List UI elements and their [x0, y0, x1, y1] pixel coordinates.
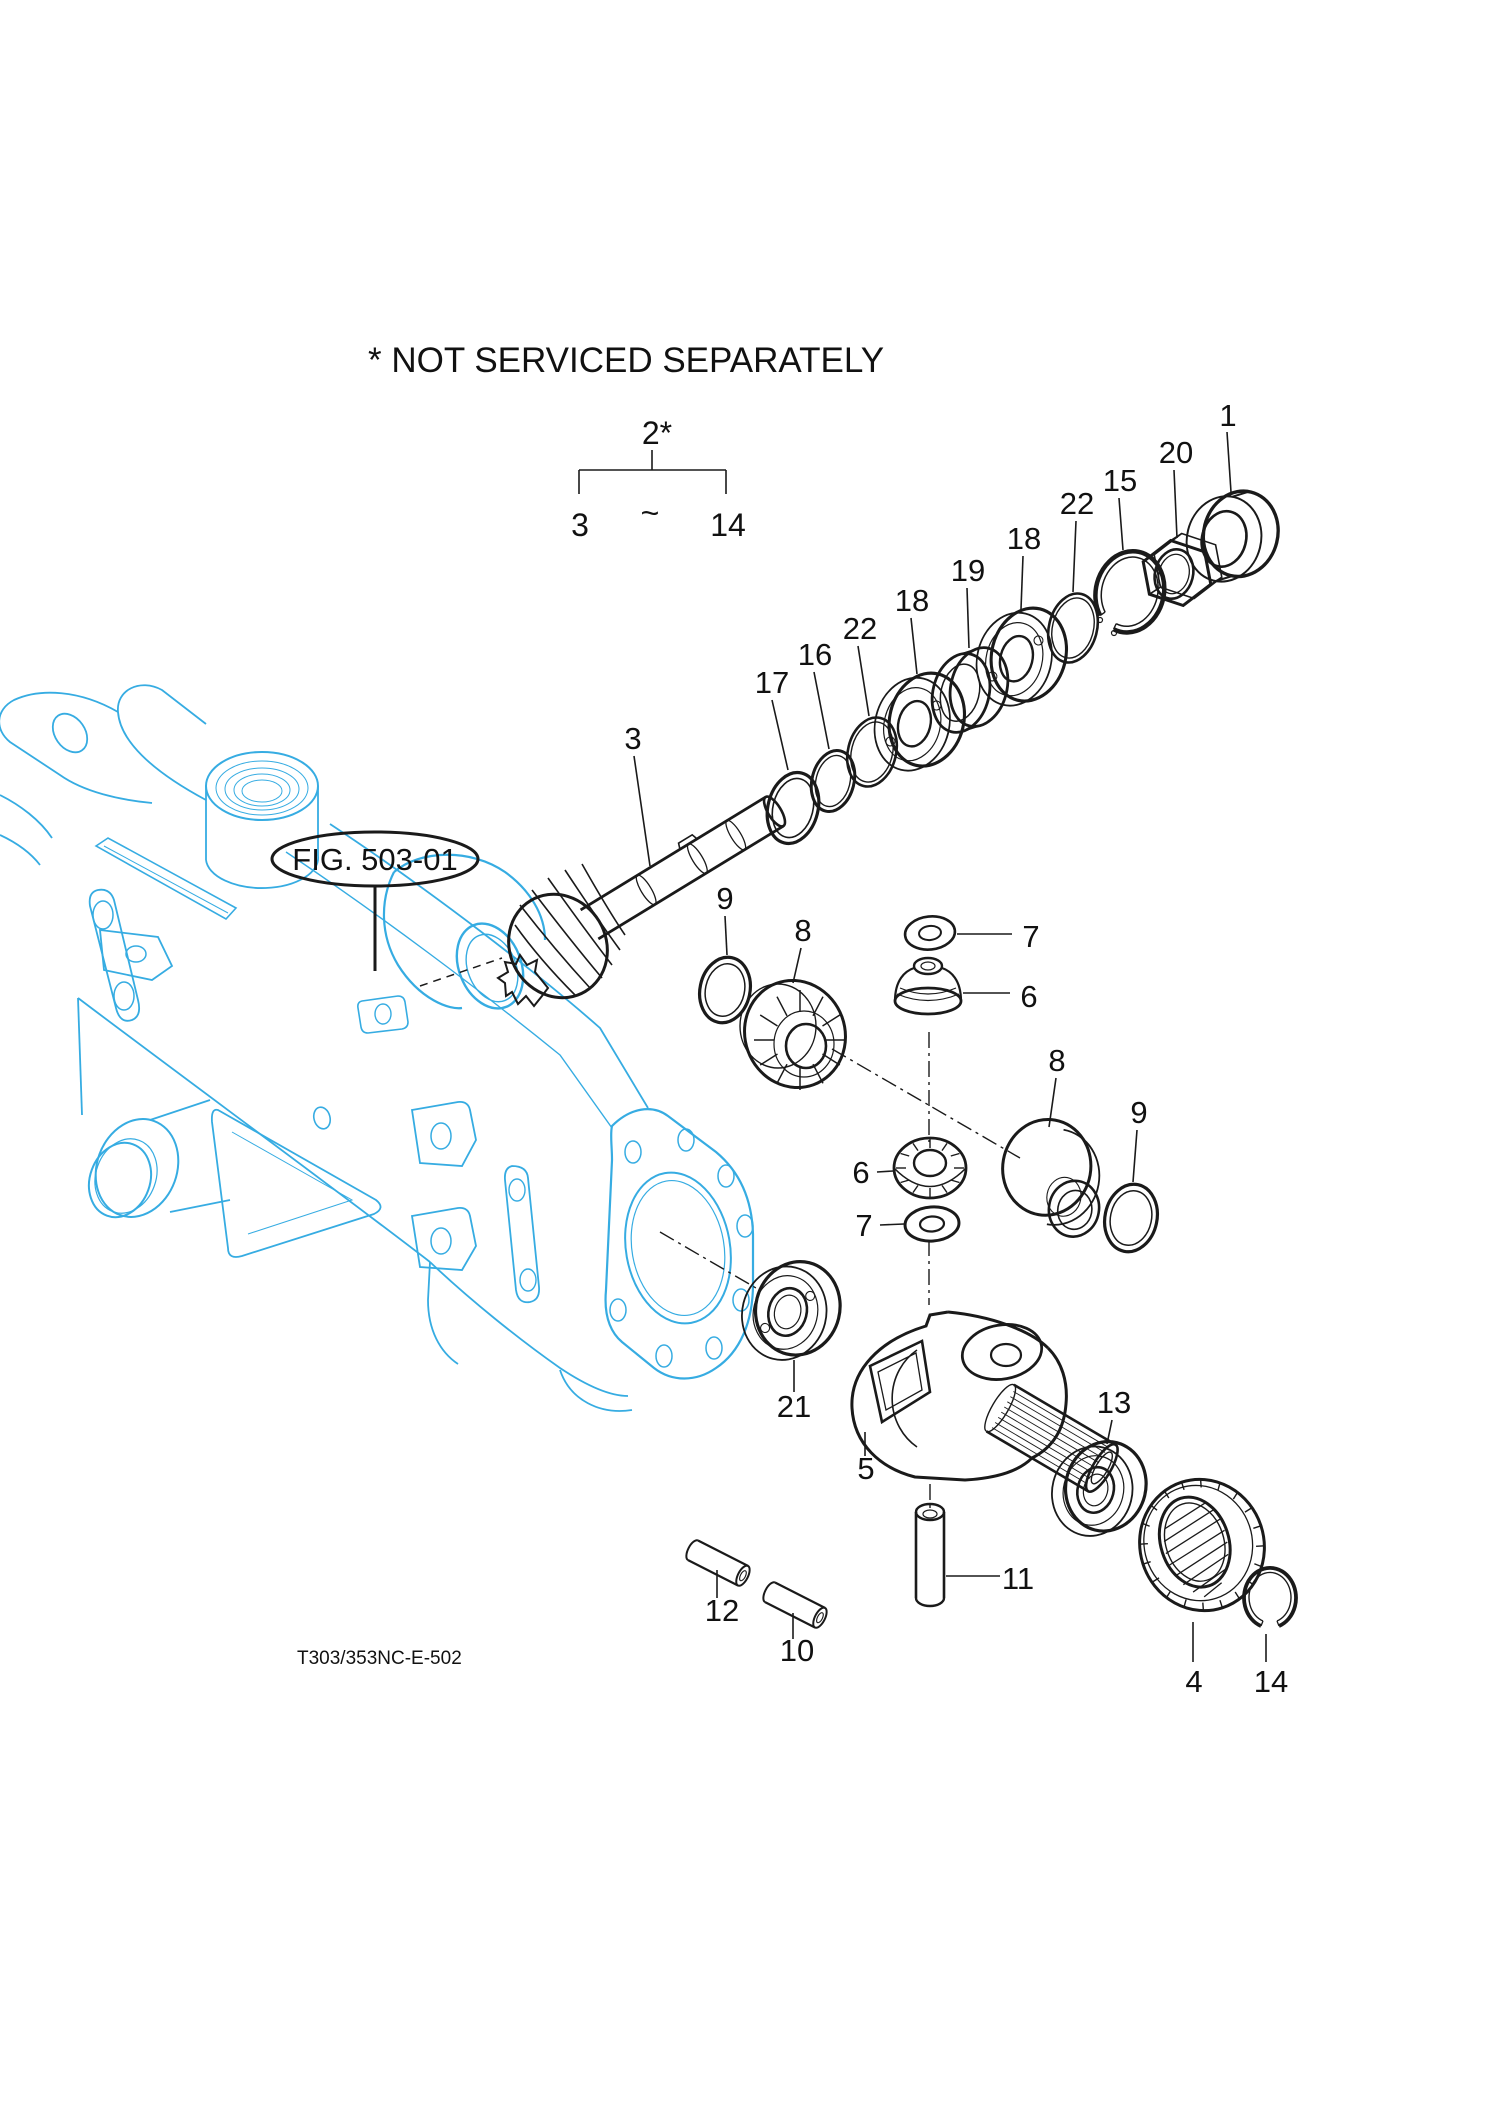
part-8-thrust-cup — [1001, 1117, 1101, 1238]
callout-11: 11 — [1002, 1561, 1034, 1596]
part-18-bearing-a — [873, 671, 967, 772]
callout-7b: 7 — [855, 1208, 872, 1243]
part-16-seal-ring — [809, 748, 857, 814]
part-10-pin — [762, 1581, 828, 1629]
callout-12: 12 — [705, 1593, 739, 1628]
part-12-pin — [685, 1539, 751, 1587]
part-1-seal — [1185, 489, 1280, 583]
part-3-pinion-shaft — [496, 795, 787, 1008]
pinion-assembly-dash-line — [419, 957, 503, 987]
part-20-nut — [1141, 532, 1223, 608]
callout-7a: 7 — [1022, 919, 1039, 954]
callout-21: 21 — [777, 1389, 811, 1424]
part-9-o-ring-a — [698, 955, 752, 1025]
callout-5: 5 — [857, 1451, 874, 1486]
part-18-bearing-b — [975, 606, 1069, 707]
group-bracket: 2* 3 ~ 14 — [571, 415, 746, 543]
callout-labels: 1 20 15 22 18 19 18 22 16 17 3 9 8 7 6 6… — [624, 398, 1288, 1699]
callout-16: 16 — [798, 637, 832, 672]
callout-8b: 8 — [1048, 1043, 1065, 1078]
callout-22a: 22 — [1060, 486, 1094, 521]
part-6-pinion-gear — [892, 1136, 968, 1200]
part-7-washer-a — [903, 915, 957, 951]
callout-15: 15 — [1103, 463, 1137, 498]
callout-9a: 9 — [716, 881, 733, 916]
bracket-range-start: 3 — [571, 507, 589, 543]
part-6-cap — [893, 956, 963, 1016]
page-title: * NOT SERVICED SEPARATELY — [368, 341, 884, 380]
callout-leader-lines — [633, 431, 1267, 1662]
callout-9b: 9 — [1130, 1095, 1147, 1130]
part-22-shim-a — [1046, 592, 1100, 664]
callout-18b: 18 — [1007, 521, 1041, 556]
callout-3: 3 — [624, 721, 641, 756]
part-22-shim-b — [845, 716, 899, 788]
part-8-side-gear — [739, 978, 847, 1090]
callout-14: 14 — [1254, 1664, 1288, 1699]
callout-19: 19 — [951, 553, 985, 588]
part-15-snap-ring — [1093, 548, 1167, 637]
callout-6a: 6 — [1020, 979, 1037, 1014]
bracket-parent-label: 2* — [642, 415, 672, 451]
callout-17: 17 — [755, 665, 789, 700]
callout-8a: 8 — [794, 913, 811, 948]
part-7-washer-b — [903, 1205, 961, 1243]
part-17-seal-ring — [765, 770, 821, 846]
part-14-snap-ring — [1242, 1566, 1298, 1628]
bracket-range-end: 14 — [710, 507, 746, 543]
callout-6b: 6 — [852, 1155, 869, 1190]
figure-reference-callout: FIG. 503-01 — [270, 830, 480, 971]
callout-4: 4 — [1185, 1664, 1202, 1699]
part-13-bearing — [1051, 1440, 1148, 1537]
bracket-range-tilde: ~ — [641, 495, 660, 531]
axle-housing-drawing — [0, 684, 755, 1412]
assembly-axis-lines — [659, 1032, 1021, 1508]
callout-1: 1 — [1219, 398, 1236, 433]
part-4-ring-gear — [1138, 1477, 1266, 1613]
callout-10: 10 — [780, 1633, 814, 1668]
callout-22b: 22 — [843, 611, 877, 646]
part-9-o-ring-b — [1103, 1182, 1159, 1254]
callout-18a: 18 — [895, 583, 929, 618]
part-11-pin — [914, 1502, 946, 1608]
part-5-diff-case — [850, 1310, 1119, 1493]
part-21-bearing — [741, 1260, 842, 1361]
figure-reference-label: FIG. 503-01 — [292, 842, 457, 877]
drawing-code: T303/353NC-E-502 — [297, 1648, 462, 1669]
callout-13: 13 — [1097, 1385, 1131, 1420]
callout-20: 20 — [1159, 435, 1193, 470]
